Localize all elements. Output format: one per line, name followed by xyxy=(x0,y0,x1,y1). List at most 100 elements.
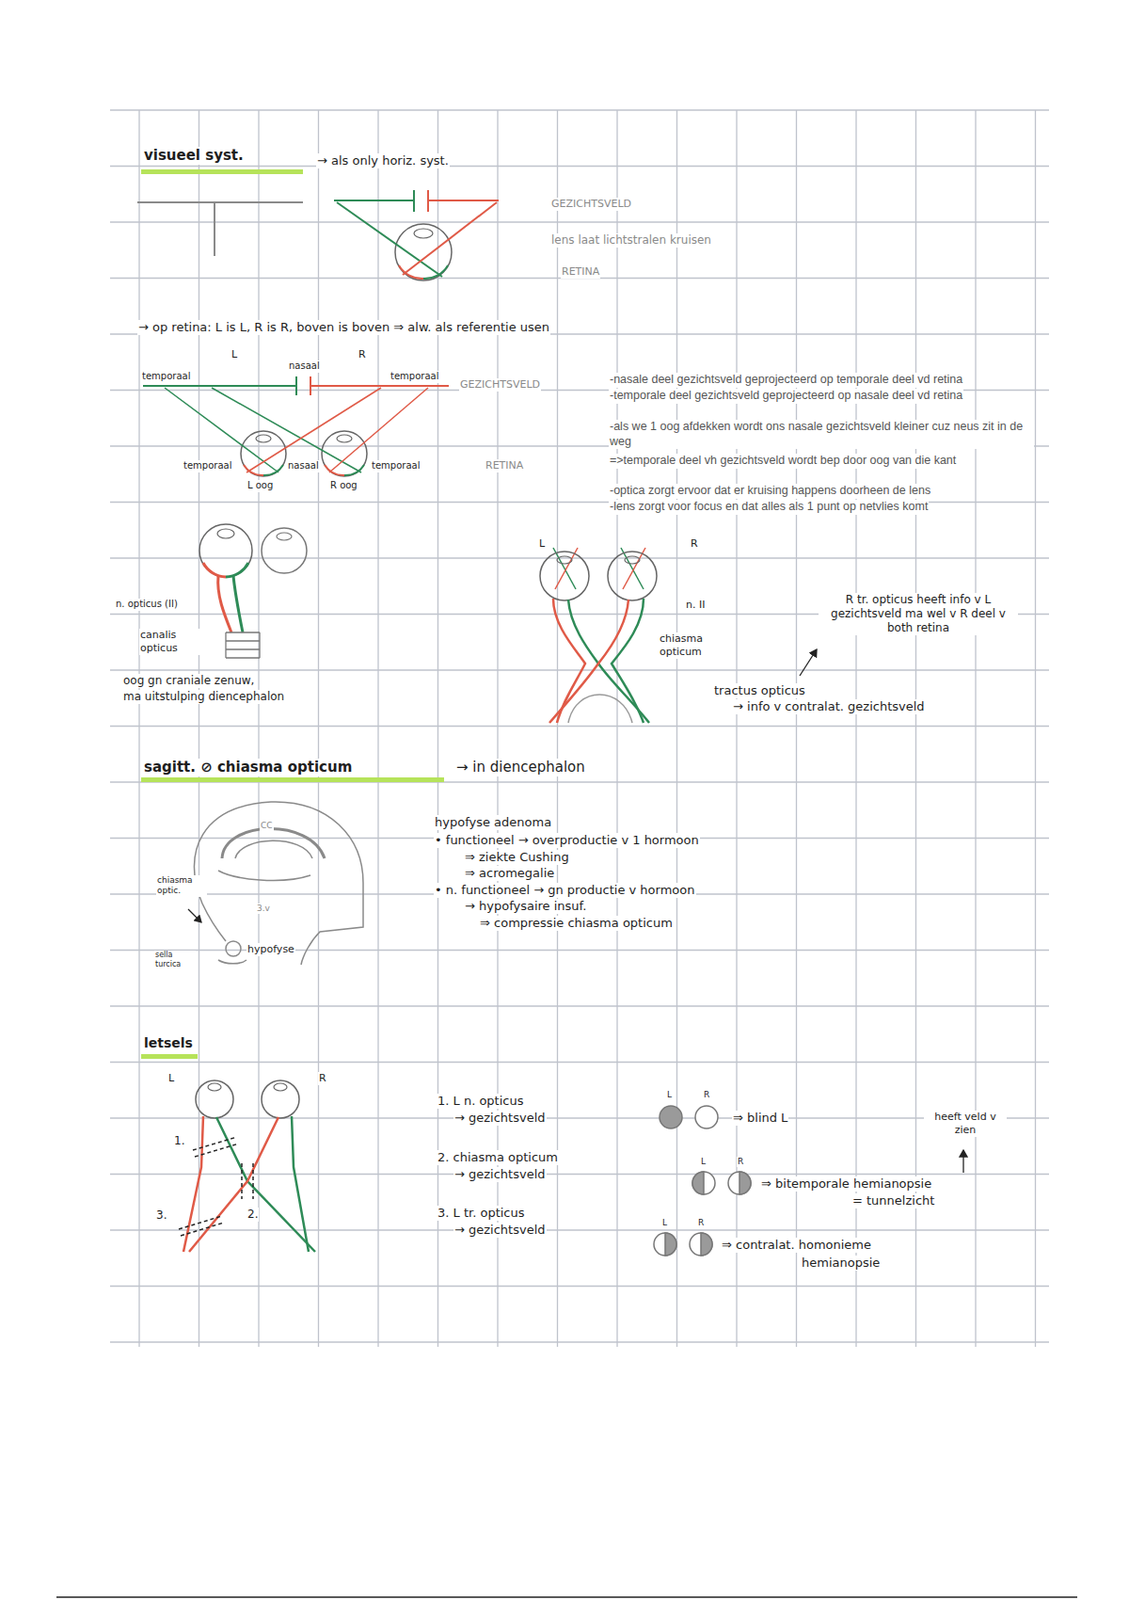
note-label: R tr. opticus heeft info v L gezichtsvel… xyxy=(818,592,1018,636)
note-label: 1. xyxy=(173,1133,186,1148)
grid-line xyxy=(110,1004,1050,1006)
note-label: R xyxy=(736,1156,745,1167)
note-label: L xyxy=(230,348,239,362)
grid-line xyxy=(110,221,1050,223)
note-label: L xyxy=(167,1071,175,1085)
note-label: → gezichtsveld xyxy=(453,1222,547,1238)
eye-figure-1 xyxy=(137,190,499,281)
note-label: chiasma optic. xyxy=(156,874,207,897)
note-label: n. II xyxy=(684,598,706,612)
note-label: • n. functioneel → gn productie v hormoo… xyxy=(433,882,697,898)
grid-line xyxy=(110,1061,1050,1063)
grid-line xyxy=(915,110,917,1347)
note-label: hypofyse xyxy=(246,942,296,956)
note-label: oog gn craniale zenuw, xyxy=(122,673,255,688)
note-label: temporaal xyxy=(370,460,421,473)
note-label: ⇒ bitemporale hemianopsie xyxy=(760,1176,933,1192)
note-label: -optica zorgt ervoor dat er kruising hap… xyxy=(608,483,932,499)
note-label: temporaal xyxy=(389,370,440,383)
note-label: L xyxy=(699,1156,707,1167)
note-label: sagitt. ⊘ chiasma opticum xyxy=(143,758,353,777)
note-label: ⇒ blind L xyxy=(731,1110,789,1126)
note-label: ma uitstulping diencephalon xyxy=(122,689,286,704)
note-label: L xyxy=(661,1217,668,1228)
grid-line xyxy=(110,165,1050,167)
note-label: 2. chiasma opticum xyxy=(436,1149,559,1165)
note-label: → als only horiz. syst. xyxy=(316,153,450,169)
grid-line xyxy=(110,725,1050,727)
note-label: temporaal xyxy=(182,460,233,473)
grid-line xyxy=(616,110,618,1347)
grid-line xyxy=(198,110,200,1347)
note-label: lens laat lichtstralen kruisen xyxy=(550,233,713,248)
grid-line xyxy=(110,668,1050,670)
grid-line xyxy=(110,109,1050,111)
section-heading: visueel syst. xyxy=(143,146,245,165)
note-label: nasaal xyxy=(287,360,321,373)
note-label: -lens zorgt voor focus en dat alles als … xyxy=(608,499,929,515)
note-label: R xyxy=(318,1071,328,1085)
eye-figure-2 xyxy=(143,376,449,477)
note-label: R xyxy=(689,537,700,551)
grid-line xyxy=(676,110,678,1347)
note-label: GEZICHTSVELD xyxy=(550,197,633,211)
grid-line xyxy=(795,110,797,1347)
note-label: → in diencephalon xyxy=(455,758,587,777)
note-label: chiasma opticum xyxy=(658,632,736,659)
note-label: canalis opticus xyxy=(139,628,207,655)
note-label: R xyxy=(357,348,367,362)
note-label: → hypofysaire insuf. xyxy=(463,898,588,914)
note-label: ⇒ acromegalie xyxy=(463,865,556,881)
note-label: = tunnelzicht xyxy=(851,1192,936,1209)
note-label: 3. L tr. opticus xyxy=(436,1205,526,1221)
grid-line xyxy=(318,110,319,1347)
note-label: temporaal xyxy=(141,370,191,383)
note-label: → gezichtsveld xyxy=(453,1110,547,1126)
note-label: nasaal xyxy=(286,460,320,473)
highlight xyxy=(141,777,445,782)
note-label: → op retina: L is L, R is R, boven is bo… xyxy=(137,319,551,335)
grid-line xyxy=(1034,110,1036,1347)
note-label: → info v contralat. gezichtsveld xyxy=(731,699,926,715)
visual-field-circles xyxy=(653,1105,751,1256)
highlight xyxy=(141,1053,198,1059)
sagittal-brain xyxy=(188,801,364,965)
note-label: ⇒ ziekte Cushing xyxy=(463,849,571,865)
note-label: RETINA xyxy=(560,265,601,279)
note-label: hypofyse adenoma xyxy=(433,814,553,830)
note-label: sella turcica xyxy=(154,950,196,970)
grid-line xyxy=(138,110,140,1347)
note-label: n. opticus (II) xyxy=(114,598,179,611)
note-label: → gezichtsveld xyxy=(453,1166,547,1182)
note-label: R xyxy=(697,1217,705,1228)
note-label: heeft veld v zien xyxy=(923,1110,1007,1137)
note-label: ⇒ compressie chiasma opticum xyxy=(478,915,674,931)
note-label: =>temporale deel vh gezichtsveld wordt b… xyxy=(608,453,957,469)
note-label: • functioneel → overproductie v 1 hormoo… xyxy=(433,832,700,848)
note-label: 3.v xyxy=(255,903,271,914)
note-label: L xyxy=(538,537,546,551)
note-label: R xyxy=(702,1089,711,1100)
highlight xyxy=(141,169,303,175)
note-label: GEZICHTSVELD xyxy=(459,378,541,392)
note-label: ⇒ contralat. homonieme xyxy=(720,1237,873,1253)
grid-paper xyxy=(110,110,1050,1347)
note-label: R oog xyxy=(329,479,359,493)
grid-line xyxy=(110,1116,1050,1118)
note-label: -nasale deel gezichtsveld geprojecteerd … xyxy=(608,372,964,388)
grid-line xyxy=(110,1340,1050,1342)
note-label: L oog xyxy=(246,479,274,493)
grid-line xyxy=(855,110,857,1347)
chiasma-figure xyxy=(540,547,817,723)
note-label: 1. L n. opticus xyxy=(436,1093,525,1109)
note-label: CC xyxy=(259,820,274,831)
grid-line xyxy=(377,110,379,1347)
lesion-figure xyxy=(178,1080,964,1252)
note-label: hemianopsie xyxy=(800,1255,881,1271)
optic-nerve-figure xyxy=(199,524,307,658)
note-label: -als we 1 oog afdekken wordt ons nasale … xyxy=(608,419,1034,449)
note-label: RETINA xyxy=(484,459,525,473)
grid-line xyxy=(110,1228,1050,1230)
grid-line xyxy=(974,110,976,1347)
